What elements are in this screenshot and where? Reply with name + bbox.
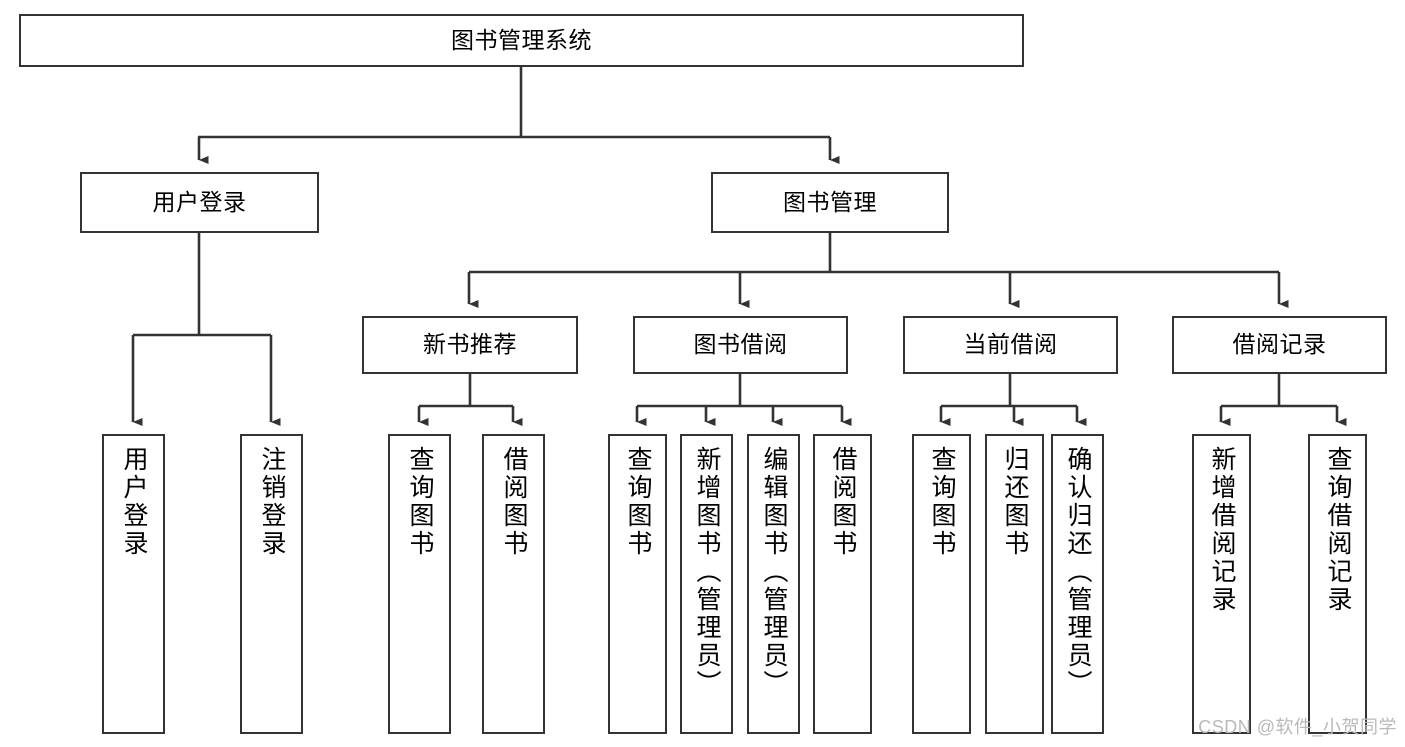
node-label: 新书推荐 [423, 331, 517, 358]
leaf-edit-book-admin[interactable]: 编辑图书（管理员） [747, 434, 800, 734]
node-label: 编辑图书（管理员） [760, 446, 788, 698]
node-label: 注销登录 [258, 446, 286, 558]
node-label: 图书管理 [783, 188, 877, 215]
node-label: 归还图书 [1001, 446, 1029, 558]
node-label: 借阅图书 [500, 446, 528, 558]
node-label: 用户登录 [120, 446, 148, 558]
leaf-add-borrow-record[interactable]: 新增借阅记录 [1192, 434, 1251, 734]
leaf-borrow-book-recommend[interactable]: 借阅图书 [482, 434, 545, 734]
node-label: 借阅记录 [1232, 331, 1327, 358]
leaf-add-book-admin[interactable]: 新增图书（管理员） [680, 434, 733, 734]
node-borrow-record[interactable]: 借阅记录 [1172, 316, 1387, 374]
node-book-management-system[interactable]: 图书管理系统 [19, 14, 1024, 67]
node-label: 新增图书（管理员） [693, 446, 721, 698]
leaf-borrow-book[interactable]: 借阅图书 [813, 434, 872, 734]
node-label: 当前借阅 [963, 331, 1058, 358]
node-book-borrow[interactable]: 图书借阅 [633, 316, 848, 374]
leaf-query-book-recommend[interactable]: 查询图书 [388, 434, 451, 734]
node-current-borrow[interactable]: 当前借阅 [903, 316, 1118, 374]
node-label: 查询图书 [406, 446, 434, 558]
node-user-login[interactable]: 用户登录 [80, 172, 319, 233]
node-label: 图书管理系统 [451, 26, 592, 53]
leaf-logout-login[interactable]: 注销登录 [240, 434, 303, 734]
node-book-management[interactable]: 图书管理 [711, 172, 949, 233]
node-label: 借阅图书 [829, 446, 857, 558]
node-label: 查询图书 [928, 446, 956, 558]
leaf-query-book-current[interactable]: 查询图书 [912, 434, 971, 734]
csdn-watermark: CSDN @软件_小贺同学 [1198, 717, 1397, 737]
node-label: 查询图书 [624, 446, 652, 558]
node-label: 查询借阅记录 [1324, 446, 1352, 614]
node-label: 用户登录 [152, 188, 247, 215]
node-label: 确认归还（管理员） [1064, 446, 1092, 698]
leaf-query-book-borrow[interactable]: 查询图书 [608, 434, 667, 734]
leaf-query-borrow-record[interactable]: 查询借阅记录 [1308, 434, 1367, 734]
node-label: 图书借阅 [693, 331, 788, 358]
node-label: 新增借阅记录 [1208, 446, 1236, 614]
leaf-confirm-return-admin[interactable]: 确认归还（管理员） [1051, 434, 1104, 734]
leaf-return-book[interactable]: 归还图书 [985, 434, 1044, 734]
node-new-book-recommend[interactable]: 新书推荐 [362, 316, 578, 374]
leaf-user-login[interactable]: 用户登录 [102, 434, 165, 734]
